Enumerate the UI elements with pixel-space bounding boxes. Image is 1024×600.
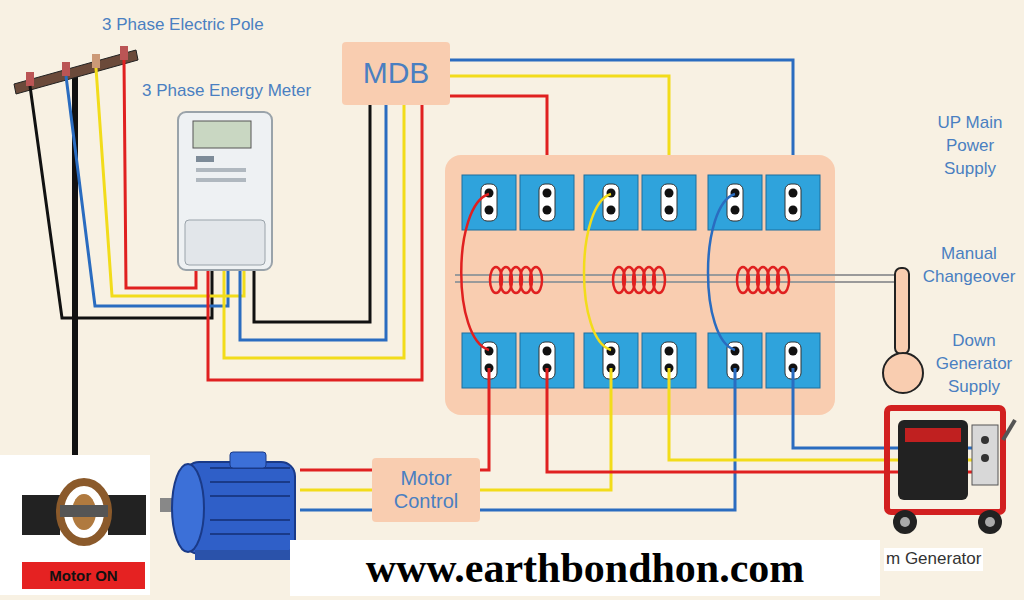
wire xyxy=(584,194,611,350)
wire xyxy=(480,368,735,510)
coil xyxy=(490,267,789,293)
pole-label: 3 Phase Electric Pole xyxy=(100,14,266,37)
supply-label: UP Main Power Supply xyxy=(922,112,1018,181)
status-tag: Motor ON xyxy=(22,562,145,589)
meter-detail xyxy=(196,178,246,182)
label-holder: 3 Phase Energy Meter xyxy=(140,80,340,103)
wire xyxy=(300,509,372,512)
insulator xyxy=(62,62,70,76)
terminal xyxy=(708,175,762,230)
wire xyxy=(480,368,489,470)
generator xyxy=(887,408,1015,534)
terminal xyxy=(462,175,516,230)
generator-supply-label: Down Generator Supply xyxy=(930,330,1018,399)
website-banner: www.earthbondhon.com xyxy=(290,540,880,596)
control-box: Motor Control xyxy=(372,458,480,522)
generator-label: m Generator xyxy=(884,548,983,571)
insulator xyxy=(92,54,100,68)
node-text: Motor Control xyxy=(376,467,476,513)
terminal xyxy=(584,175,638,230)
meter-label: 3 Phase Energy Meter xyxy=(140,80,313,103)
terminal xyxy=(520,175,574,230)
panel-box: MDB xyxy=(342,42,450,105)
terminal xyxy=(642,175,696,230)
brush-picture xyxy=(22,482,146,542)
label-holder: m Generator xyxy=(884,548,1020,571)
cross-arm xyxy=(14,50,138,94)
node-text: www.earthbondhon.com xyxy=(366,544,805,592)
wire xyxy=(300,469,372,472)
node-text: MDB xyxy=(363,56,430,91)
insulator xyxy=(26,72,34,86)
changeover-lever xyxy=(895,268,909,354)
wire xyxy=(708,194,735,350)
label-holder: 3 Phase Electric Pole xyxy=(100,14,360,37)
lever-knob xyxy=(883,353,923,393)
wire xyxy=(300,489,372,492)
energy-meter xyxy=(178,112,272,270)
photo-ground xyxy=(0,455,150,595)
motor xyxy=(160,452,295,560)
meter-detail xyxy=(196,168,246,172)
wire xyxy=(461,194,489,350)
label-holder: Down Generator Supply xyxy=(930,330,1018,399)
meter-detail xyxy=(196,156,214,162)
terminal-cover xyxy=(185,220,265,265)
changeover-label: Manual Changeover xyxy=(917,243,1021,289)
label-holder: UP Main Power Supply xyxy=(922,112,1018,181)
changeover-panel xyxy=(445,155,835,415)
insulator xyxy=(120,46,128,60)
meter-display xyxy=(193,121,251,148)
node-text: Motor ON xyxy=(49,567,117,584)
label-holder: Manual Changeover xyxy=(917,243,1021,289)
terminal xyxy=(766,175,820,230)
